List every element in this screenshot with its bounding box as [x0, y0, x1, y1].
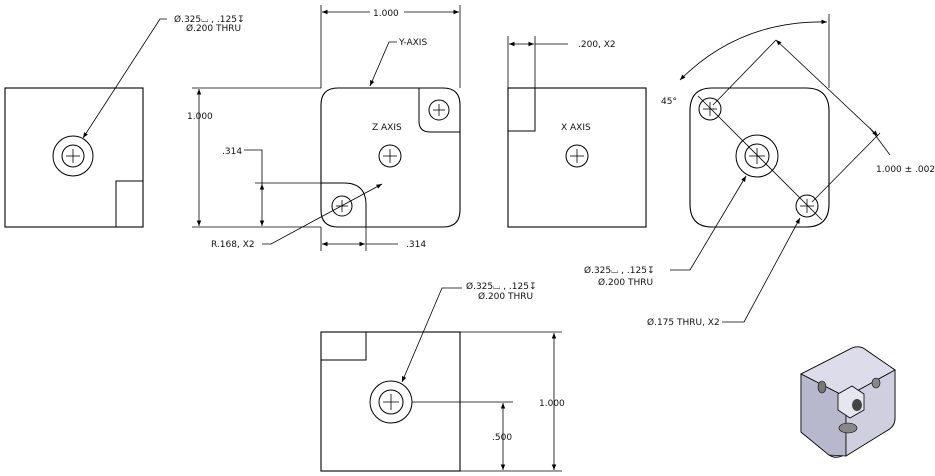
thru-hole-circle: [61, 144, 85, 168]
left-hole-note-line2: Ø.200 THRU: [186, 23, 241, 34]
angle-dimension: 45°: [661, 97, 677, 107]
diag-hole-upper: [698, 97, 722, 121]
right-view-slot: [508, 88, 536, 132]
height-dimension: 1.000: [187, 112, 213, 122]
radius-callout: R.168, X2: [211, 240, 255, 250]
thru-hole-note: Ø.175 THRU, X2: [647, 317, 720, 328]
isometric-view: [800, 346, 896, 458]
rotated-cbore-note-line1: Ø.325⌴ , .125↧: [584, 265, 655, 276]
right-view-hole: [565, 144, 589, 168]
half-height-dimension: .500: [492, 433, 512, 443]
rotated-view: 45° 1.000 ± .002 Ø.325⌴ , .125↧ Ø.200 TH…: [584, 14, 935, 328]
right-view: X AXIS .200, X2: [507, 36, 647, 228]
y-axis-leader: [369, 41, 397, 87]
diag-center-hole: [744, 143, 770, 169]
counterbore-circle: [52, 135, 94, 177]
rotated-cbore-note-line2: Ø.200 THRU: [598, 277, 653, 288]
y-axis-label: Y-AXIS: [398, 38, 427, 48]
bottom-hole-note-line2: Ø.200 THRU: [478, 291, 533, 302]
diag-counterbore: [735, 134, 779, 178]
left-view-outline: [4, 87, 144, 228]
front-view: Z AXIS 1.000 Y-AXIS 1.000 .314 .314 R.16…: [187, 5, 461, 251]
pocket-hole-top: [428, 99, 450, 121]
left-hole-note-line1: Ø.325⌴ , .125↧: [174, 14, 245, 25]
pocket-horizontal-dimension: .314: [406, 240, 426, 250]
bottom-view-outline: [320, 331, 461, 472]
bottom-hole-note-line1: Ø.325⌴ , .125↧: [466, 281, 537, 292]
left-view: Ø.325⌴ , .125↧ Ø.200 THRU: [4, 14, 245, 228]
diagonal-centerline: [697, 95, 823, 221]
z-axis-label: Z AXIS: [372, 123, 402, 133]
left-view-notch: [115, 180, 143, 227]
width-dimension: 1.000: [373, 9, 399, 19]
angle-arc: [679, 19, 828, 81]
bottom-view-notch: [321, 332, 367, 361]
iso-bottom-hole: [838, 422, 858, 434]
diagonal-dimension-line: [775, 39, 879, 137]
radius-leader: [262, 183, 383, 245]
iso-left-face: [800, 373, 847, 457]
iso-boss-hole: [852, 399, 862, 411]
pocket-hole-bottom: [331, 195, 353, 217]
center-hole: [378, 144, 402, 168]
diag-hole-lower: [795, 194, 819, 218]
front-view-outline: [320, 87, 461, 228]
slot-width-dimension: .200, X2: [578, 40, 616, 50]
x-axis-label: X AXIS: [561, 123, 591, 133]
top-right-pocket: [418, 88, 460, 133]
bottom-view: Ø.325⌴ , .125↧ Ø.200 THRU 1.000 .500: [320, 281, 565, 472]
bottom-thru-hole: [378, 389, 404, 415]
pocket-vertical-dimension: .314: [222, 147, 242, 157]
bottom-height-dimension: 1.000: [539, 399, 565, 409]
bottom-left-pocket: [321, 182, 367, 227]
iso-side-hole: [817, 380, 827, 394]
diagonal-dimension: 1.000 ± .002: [876, 165, 935, 175]
left-note-leader: [82, 18, 167, 139]
